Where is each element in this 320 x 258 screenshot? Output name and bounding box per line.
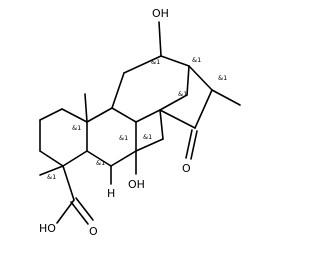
carboxylic-oxygen-label: O [89, 225, 98, 238]
carbonyl-oxygen-label: O [182, 162, 191, 175]
molecule-structure-diagram: OH OH O HO O H &1 &1 &1 &1 &1 &1 &1 &1 &… [39, 7, 241, 238]
stereo-mark-5: &1 [119, 134, 128, 142]
ring-b-bonds [86, 107, 137, 167]
oh-middle-label: OH [128, 178, 145, 191]
carboxylic-hydroxyl-label: HO [39, 222, 56, 235]
stereo-mark-3: &1 [218, 74, 227, 82]
ring-c-bonds [111, 55, 213, 152]
stereo-mark-2: &1 [192, 56, 201, 64]
ring-junction-hydrogen-label: H [107, 187, 115, 200]
stereo-mark-6: &1 [143, 133, 152, 141]
substituent-bonds [39, 21, 241, 225]
oh-top-label: OH [152, 7, 169, 20]
stereo-mark-4: &1 [72, 124, 81, 132]
stereo-mark-1: &1 [151, 58, 160, 66]
ring-a-bonds [39, 108, 88, 167]
stereo-mark-9: &1 [178, 90, 187, 98]
stereo-mark-8: &1 [47, 173, 56, 181]
stereo-mark-7: &1 [96, 159, 105, 167]
